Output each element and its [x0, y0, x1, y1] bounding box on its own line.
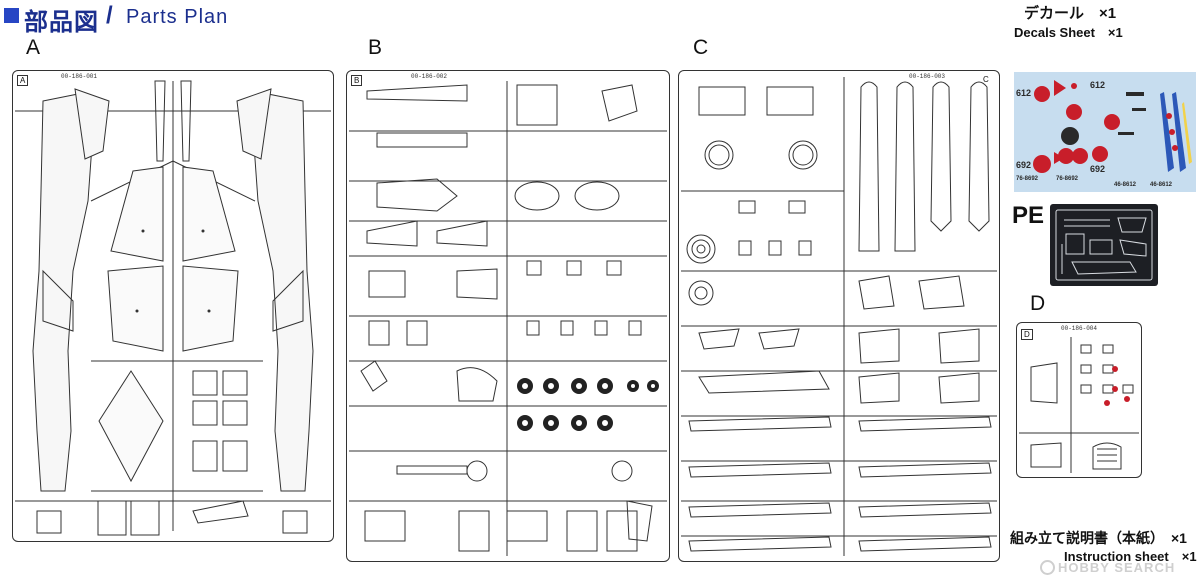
decal-marking-7: 46-8612 — [1114, 182, 1137, 188]
sprue-d-code: 00-186-004 — [1061, 325, 1098, 332]
sprue-d-letter: D — [1030, 292, 1046, 315]
sprue-b-frame: 00-186-002 B — [346, 70, 670, 562]
sprue-a-frame: 00-186-001 A — [12, 70, 334, 542]
watermark: HOBBY SEARCH — [1040, 560, 1175, 575]
watermark-text: HOBBY SEARCH — [1058, 560, 1176, 575]
decals-title-jp: デカール ×1 — [1024, 5, 1117, 22]
sprue-b-corner: B — [351, 75, 363, 86]
decal-marking-2: 612 — [1090, 80, 1106, 90]
sprue-b-code: 00-186-002 — [411, 73, 448, 80]
decal-marking-5: 76-8692 — [1016, 176, 1039, 182]
page-title-jp: 部品図 — [24, 9, 99, 36]
sprue-b-parts-drawing — [349, 81, 667, 556]
instructions-title-jp: 組み立て説明書（本紙） ×1 — [1010, 530, 1187, 546]
pe-fret — [1050, 204, 1158, 286]
watermark-logo-icon — [1040, 560, 1055, 575]
pe-fret-artwork — [1055, 209, 1153, 281]
title-square-icon — [4, 8, 19, 23]
sprue-c-letter: C — [693, 36, 709, 59]
decals-title-en: Decals Sheet ×1 — [1014, 25, 1123, 40]
sprue-a-letter: A — [26, 36, 41, 59]
decal-marking-4: 692 — [1090, 164, 1106, 174]
sprue-a-corner: A — [17, 75, 29, 86]
decal-sheet: 612 612 692 692 76-8692 76-8692 46-8612 … — [1014, 72, 1196, 192]
sprue-c-frame: 00-186-003 C — [678, 70, 1000, 562]
sprue-d-parts-drawing — [1019, 337, 1139, 473]
sprue-d-corner: D — [1021, 329, 1033, 340]
sprue-c-code: 00-186-003 — [909, 73, 946, 80]
decal-marking-1: 612 — [1016, 88, 1032, 98]
decal-sheet-artwork — [1033, 80, 1192, 173]
page-title-en: Parts Plan — [126, 6, 229, 28]
decal-marking-8: 46-8612 — [1150, 182, 1173, 188]
sprue-b-letter: B — [368, 36, 383, 59]
sprue-c-corner: C — [983, 75, 989, 84]
instructions-title-en: Instruction sheet ×1 — [1064, 549, 1197, 564]
decal-marking-3: 692 — [1016, 160, 1032, 170]
decal-marking-6: 76-8692 — [1056, 176, 1079, 182]
pe-label: PE — [1012, 202, 1045, 229]
sprue-d-frame: 00-186-004 D — [1016, 322, 1142, 478]
sprue-a-parts-drawing — [15, 80, 331, 536]
sprue-a-code: 00-186-001 — [61, 73, 98, 80]
title-slash: / — [106, 2, 113, 29]
sprue-c-parts-drawing — [681, 77, 997, 556]
